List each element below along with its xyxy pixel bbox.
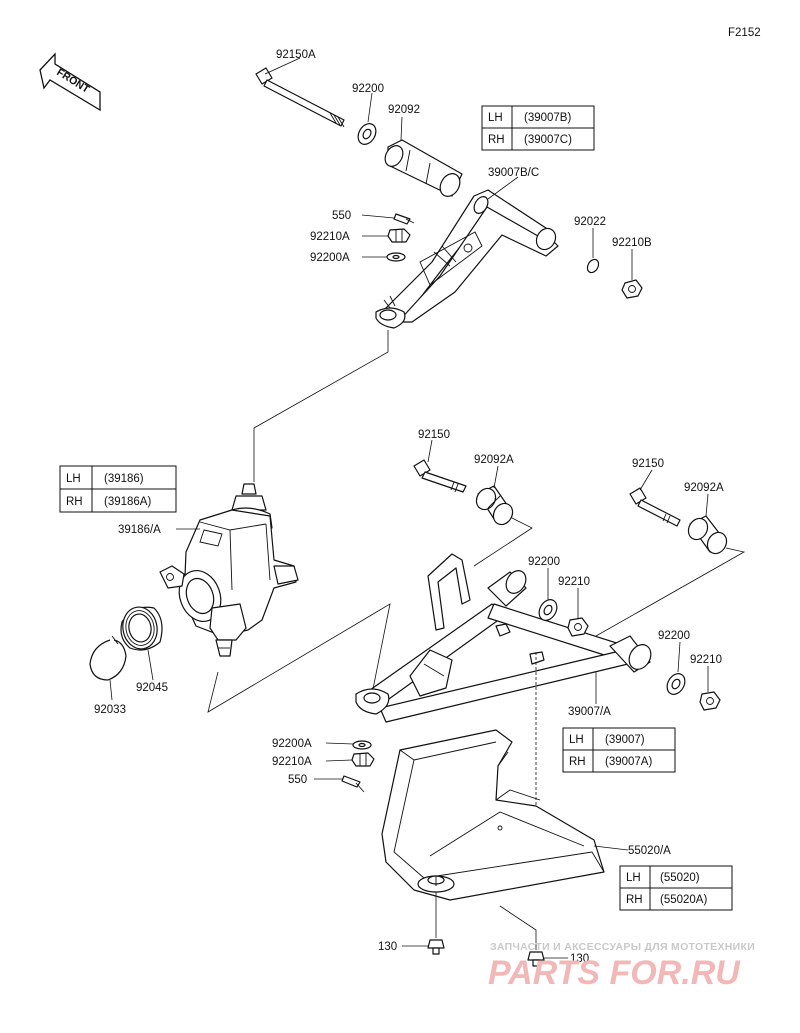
guard-bolt-right [527, 951, 545, 967]
watermark-tagline: ЗАПЧАСТИ И АКСЕССУАРЫ ДЛЯ МОТОТЕХНИКИ [490, 941, 755, 953]
leader-92150A [264, 57, 301, 75]
upper-cotter-pin [393, 213, 415, 225]
label-92092A-rear: 92092A [684, 482, 724, 494]
label-130-right: 130 [570, 953, 589, 965]
label-92210B: 92210B [612, 237, 652, 249]
lower-rear-bushing [687, 515, 728, 555]
label-39186A: 39186/A [118, 524, 161, 536]
label-92022: 92022 [574, 216, 606, 228]
upper-table-side-2: RH [488, 134, 505, 146]
leader-92150-rear [639, 469, 653, 491]
label-92210A-lower: 92210A [272, 756, 312, 768]
knuckle-table-side-2: RH [66, 496, 83, 508]
knuckle-table-side-1: LH [66, 473, 81, 485]
lower-joint-washer [352, 740, 372, 750]
figure-code: F2152 [728, 27, 761, 39]
lower-castle-nut [351, 752, 375, 767]
upper-arm-bushing [384, 139, 463, 197]
leader-550-upper [361, 214, 395, 219]
leader-92092A-front [493, 465, 499, 489]
label-92092-upper: 92092 [388, 104, 420, 116]
guard-table: LH (55020) RH (55020A) [619, 865, 733, 911]
wheel-bearing [120, 606, 163, 651]
label-92150A: 92150A [276, 49, 316, 61]
guard-bolt-left [427, 939, 445, 955]
steering-knuckle [159, 483, 299, 657]
watermark: ЗАПЧАСТИ И АКСЕССУАРЫ ДЛЯ МОТОТЕХНИКИ PA… [488, 941, 755, 992]
lower-table-side-1: LH [569, 734, 584, 746]
watermark-brand: PARTS FOR.RU [488, 954, 741, 992]
lower-table-part-2: (39007A) [605, 756, 652, 768]
knuckle-table: LH (39186) RH (39186A) [59, 465, 177, 513]
label-92210-lower-rear: 92210 [690, 654, 722, 666]
guide-rear-bushing [595, 547, 746, 637]
bearing-circlip [89, 635, 127, 681]
label-92150-front: 92150 [418, 429, 450, 441]
lower-front-bolt [413, 459, 467, 493]
leader-92045 [147, 649, 154, 681]
label-39007BC: 39007B/C [488, 167, 539, 179]
guide-front-bushing [473, 517, 533, 567]
upper-joint-washer [386, 252, 406, 262]
label-92210-lower-front: 92210 [558, 576, 590, 588]
lower-front-washer [538, 599, 558, 621]
knuckle-table-part-1: (39186) [104, 473, 144, 485]
guard-table-part-2: (55020A) [660, 894, 707, 906]
label-550-upper: 550 [332, 210, 351, 222]
upper-table-side-1: LH [488, 112, 503, 124]
label-92200-upper: 92200 [352, 83, 384, 95]
label-92200A-lower: 92200A [272, 738, 312, 750]
leader-39007BC [487, 176, 519, 200]
leader-92210A-lower [325, 759, 353, 762]
label-92092A-front: 92092A [474, 454, 514, 466]
guide-guard-bolts [499, 905, 537, 950]
lower-arm-table: LH (39007) RH (39007A) [562, 727, 676, 773]
front-arrow-icon: FRONT [39, 52, 101, 112]
leader-92200-upper [367, 92, 373, 123]
joint-connector-lower [207, 603, 391, 713]
lower-front-nut [567, 617, 589, 637]
upper-rear-nut [621, 279, 643, 299]
guard-table-side-2: RH [626, 894, 643, 906]
label-92200A-upper: 92200A [310, 252, 350, 264]
joint-connector-upper [253, 330, 389, 482]
lower-control-arm [355, 553, 652, 723]
guard-table-part-1: (55020) [660, 872, 700, 884]
label-92033: 92033 [94, 704, 126, 716]
label-92210A-upper: 92210A [310, 231, 350, 243]
leader-92200A-lower [325, 742, 354, 745]
leader-92033 [109, 679, 113, 701]
label-92200-lower-front: 92200 [528, 556, 560, 568]
upper-table-part-2: (39007C) [524, 134, 572, 146]
lower-rear-nut [699, 691, 721, 711]
leader-92200-lower-rear [677, 641, 681, 673]
label-92200-lower-rear: 92200 [658, 630, 690, 642]
lower-table-part-1: (39007) [605, 734, 645, 746]
label-130-left: 130 [378, 941, 397, 953]
label-92045: 92045 [136, 682, 168, 694]
leader-92092-upper [400, 116, 403, 141]
upper-castle-nut [387, 228, 411, 243]
lower-rear-bolt [629, 487, 681, 527]
upper-arm-washer [357, 123, 377, 145]
upper-control-arm [375, 189, 559, 329]
leader-55020A [593, 845, 629, 851]
leader-92150-front [427, 439, 433, 463]
leader-92092A-rear [705, 493, 709, 517]
lower-rear-washer [666, 673, 686, 695]
lower-table-side-2: RH [569, 756, 586, 768]
label-92150-rear: 92150 [632, 458, 664, 470]
lower-front-bushing [475, 485, 514, 526]
label-55020A: 55020/A [628, 845, 671, 857]
upper-arm-table: LH (39007B) RH (39007C) [481, 105, 595, 151]
upper-arm-bolt [255, 67, 345, 128]
label-550-lower: 550 [288, 774, 307, 786]
guard-table-side-1: LH [626, 872, 641, 884]
label-39007A: 39007/A [568, 706, 611, 718]
knuckle-table-part-2: (39186A) [104, 496, 151, 508]
upper-rear-washer [586, 258, 600, 274]
upper-table-part-1: (39007B) [524, 112, 571, 124]
lower-cotter-pin [341, 775, 365, 793]
